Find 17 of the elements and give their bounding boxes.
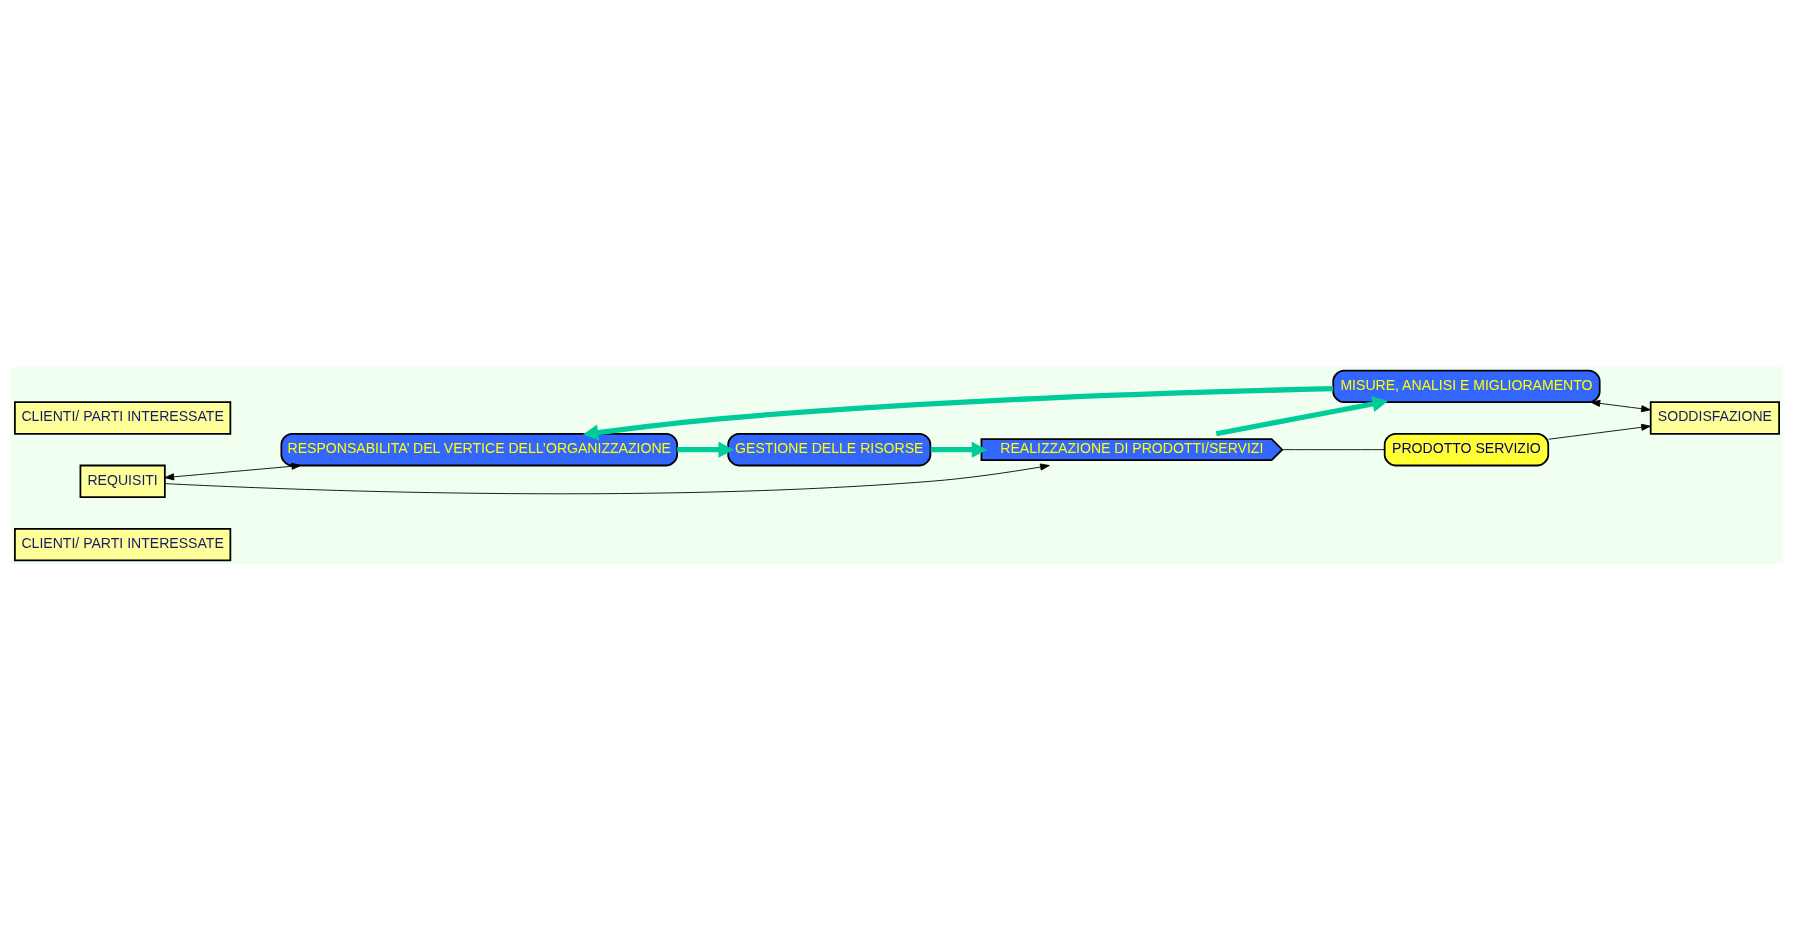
node-box: REQUISITI: [79, 464, 166, 498]
node-box: CLIENTI/ PARTI INTERESSATE: [14, 527, 232, 561]
node-box: MISURE, ANALISI E MIGLIORAMENTO: [1332, 369, 1601, 403]
connector: [1281, 448, 1385, 450]
node-box: RESPONSABILITA’ DEL VERTICE DELL’ORGANIZZAZIONE: [280, 432, 678, 466]
arrow: [677, 441, 734, 458]
arrow: [930, 441, 988, 458]
arrow: [1590, 399, 1651, 412]
arrow: [1548, 423, 1651, 440]
node-box: GESTIONE DELLE RISORSE: [727, 432, 932, 466]
arrow: [164, 462, 302, 480]
node-box: SODDISFAZIONE: [1649, 400, 1780, 435]
arrow: [164, 463, 1050, 494]
node-box: PRODOTTO SERVIZIO: [1383, 432, 1550, 466]
node-box: CLIENTI/ PARTI INTERESSATE: [14, 400, 232, 435]
arrow: [582, 385, 1334, 441]
arrow: [1215, 395, 1388, 436]
